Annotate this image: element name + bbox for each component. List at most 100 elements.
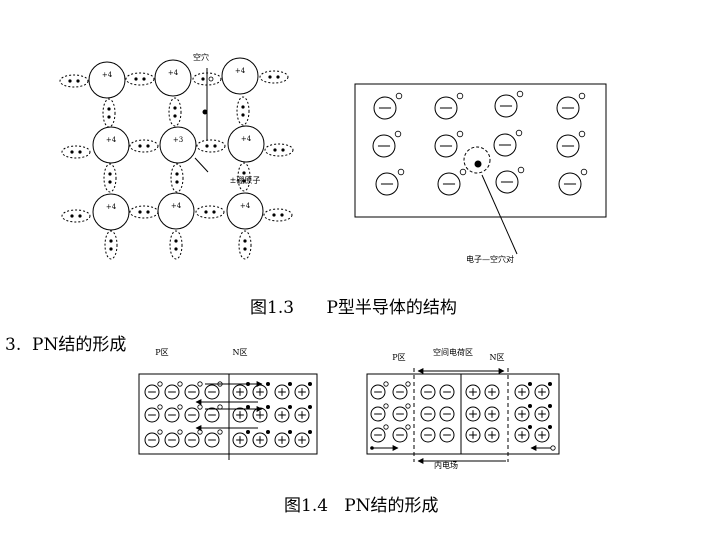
figure-1-4-caption: 图1.4 PN结的形成 (284, 496, 439, 516)
acceptor-ion (372, 134, 396, 158)
valence-electron (108, 172, 112, 176)
hole-pointer-dot (202, 109, 208, 115)
hole (177, 404, 183, 410)
valence-electron (241, 113, 245, 117)
p-type-lattice: +4+4+4+4+3+4+4+4+4 (59, 57, 294, 260)
acceptor-ion (370, 427, 386, 443)
drift-electron (370, 446, 374, 450)
acceptor-ion (420, 384, 436, 400)
free-electron (474, 160, 482, 168)
hole (208, 76, 214, 82)
valence-electron (175, 172, 179, 176)
hole (515, 129, 523, 137)
valence-electron (268, 75, 272, 79)
pn-before-n-label: N区 (233, 348, 248, 357)
donor-ion (465, 406, 481, 422)
atom-charge-label: +4 (241, 135, 252, 143)
covalent-bond (236, 96, 250, 126)
valence-electron (174, 239, 178, 243)
hole (397, 168, 405, 176)
hole (394, 130, 402, 138)
free-electron (528, 404, 532, 408)
acceptor-ion (495, 170, 519, 194)
pn-before-diffusion (138, 373, 318, 460)
acceptor-ion (164, 407, 180, 423)
valence-electron (242, 179, 246, 183)
donor-ion (294, 384, 310, 400)
atom (221, 57, 259, 95)
donor-ion (514, 427, 530, 443)
valence-electron (109, 239, 113, 243)
atom-charge-label: +4 (235, 67, 246, 75)
hole (405, 403, 411, 409)
covalent-bond (59, 74, 89, 88)
valence-electron (174, 247, 178, 251)
valence-electron (212, 210, 216, 214)
free-electron (288, 430, 292, 434)
valence-electron (243, 239, 247, 243)
acceptor-label: ±硼原子 (230, 176, 261, 185)
valence-electron (70, 214, 74, 218)
hole (383, 424, 389, 430)
free-electron (246, 405, 250, 409)
acceptor-ion (164, 432, 180, 448)
donor-ion (534, 384, 550, 400)
acceptor-ion (184, 432, 200, 448)
covalent-bond (238, 230, 252, 260)
covalent-bond (102, 98, 116, 128)
hole (395, 92, 403, 100)
acceptor-ion (434, 96, 458, 120)
hole (383, 381, 389, 387)
hole (578, 92, 586, 100)
pn-before-p-label: P区 (155, 348, 168, 357)
acceptor-ion (420, 427, 436, 443)
figure-1-3-caption: 图1.3 P型半导体的结构 (250, 298, 457, 318)
hole (405, 381, 411, 387)
space-charge-label: 空间电荷区 (433, 347, 473, 357)
covalent-bond (170, 163, 184, 193)
donor-ion (534, 406, 550, 422)
atom-charge-label: +4 (106, 136, 117, 144)
hole (405, 424, 411, 430)
acceptor-ion (439, 384, 455, 400)
free-electron (266, 382, 270, 386)
hole (578, 130, 586, 138)
free-electron (548, 382, 552, 386)
acceptor-pointer (194, 157, 209, 173)
electron-hole-pair-ring (463, 146, 491, 174)
covalent-bond (129, 205, 159, 219)
valence-electron (280, 213, 284, 217)
covalent-bond (104, 230, 118, 260)
hole (383, 403, 389, 409)
acceptor-ion (144, 384, 160, 400)
donor-ion (252, 432, 268, 448)
covalent-bond (263, 208, 293, 222)
acceptor-ion (437, 172, 461, 196)
acceptor-ion (494, 94, 518, 118)
atom (227, 125, 265, 163)
hole (197, 429, 203, 435)
hole (177, 429, 183, 435)
donor-ion (484, 384, 500, 400)
atom (157, 192, 195, 230)
atom (226, 192, 264, 230)
donor-ion (274, 407, 290, 423)
covalent-bond (195, 205, 225, 219)
hole-label: 空穴 (193, 52, 209, 62)
donor-ion (294, 407, 310, 423)
acceptor-ion (439, 406, 455, 422)
free-electron (288, 405, 292, 409)
donor-ion (232, 384, 248, 400)
atom-charge-label: +4 (102, 71, 113, 79)
acceptor-ion (370, 406, 386, 422)
pair-callout-label: 电子—空穴对 (466, 254, 514, 264)
hole (459, 168, 467, 176)
hole (550, 445, 556, 451)
acceptor-ion (392, 384, 408, 400)
hole (157, 429, 163, 435)
valence-electron (107, 107, 111, 111)
valence-electron (241, 105, 245, 109)
valence-electron (272, 213, 276, 217)
acceptor-ion (420, 406, 436, 422)
donor-ion (232, 432, 248, 448)
